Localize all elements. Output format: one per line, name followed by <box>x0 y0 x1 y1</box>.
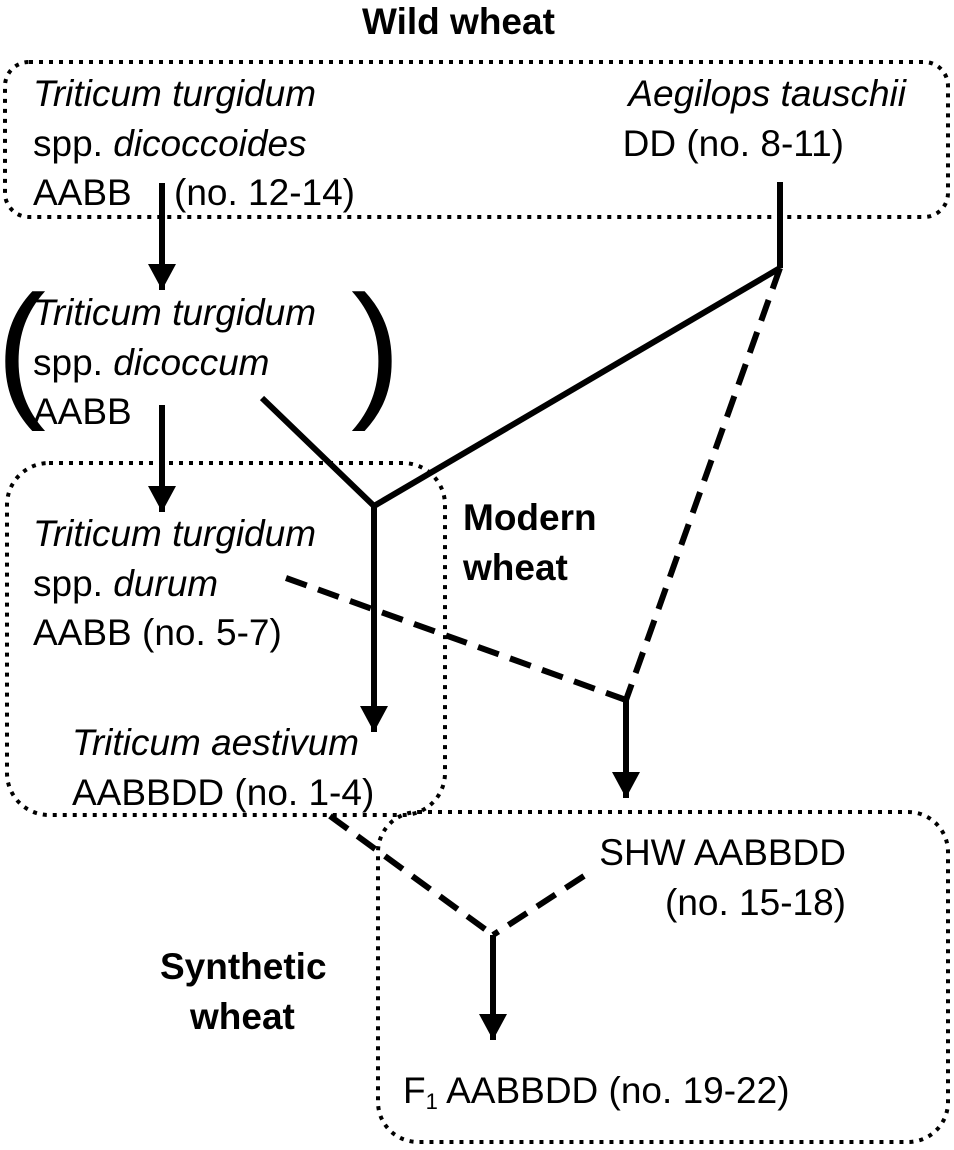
wild-wheat-box <box>3 60 950 219</box>
subspecies-name: dicoccoides <box>113 123 307 164</box>
synthetic-wheat-box <box>376 810 950 1144</box>
dicoccum-species: Triticum turgidum <box>33 292 317 333</box>
tauschii-species: Aegilops tauschii <box>628 73 906 114</box>
dashed-aestivum-to-f1-junction <box>328 813 495 938</box>
spp-prefix: spp. <box>33 342 114 383</box>
dicoccoides-genome: AABB <box>33 172 132 213</box>
f1-prefix: F <box>403 1070 426 1111</box>
dicoccum-genome: AABB <box>33 391 132 432</box>
f1-label: F1 AABBDD (no. 19-22) <box>403 1069 790 1123</box>
dicoccum-close-paren: ) <box>351 264 401 432</box>
dicoccoides-subspecies: spp. dicoccoides <box>33 122 307 165</box>
shw-label: SHW AABBDD <box>599 832 846 873</box>
durum-subspecies: spp. durum <box>33 562 218 605</box>
durum-species: Triticum turgidum <box>33 513 317 554</box>
modern-wheat-box <box>5 461 447 817</box>
synthetic-wheat-title-line1: Synthetic <box>160 946 327 987</box>
spp-prefix: spp. <box>33 123 114 164</box>
dicoccum-subspecies: spp. dicoccum <box>33 341 270 384</box>
dicoccoides-numbers: (no. 12-14) <box>174 172 355 213</box>
durum-genome: AABB (no. 5-7) <box>33 612 282 653</box>
spp-prefix: spp. <box>33 563 114 604</box>
dashed-durum-to-shw-junction <box>284 575 628 703</box>
f1-subscript: 1 <box>425 1089 438 1114</box>
subspecies-name: durum <box>113 563 219 604</box>
aestivum-species: Triticum aestivum <box>72 722 360 763</box>
f1-genome: AABBDD (no. 19-22) <box>437 1070 790 1111</box>
aestivum-genome: AABBDD (no. 1-4) <box>72 772 375 813</box>
line-tauschii-to-junction <box>372 265 782 509</box>
shw-numbers: (no. 15-18) <box>665 882 846 923</box>
synthetic-wheat-title-line2: wheat <box>190 996 295 1037</box>
modern-wheat-title-line2: wheat <box>463 547 568 588</box>
dicoccum-open-paren: ( <box>0 264 46 432</box>
tauschii-genome: DD (no. 8-11) <box>622 123 844 164</box>
dashed-shw-to-f1-junction <box>491 873 586 938</box>
line-dicoccum-to-junction <box>259 395 377 509</box>
dashed-tauschii-to-shw-junction <box>623 266 783 702</box>
subspecies-name: dicoccum <box>113 342 270 383</box>
wild-wheat-title: Wild wheat <box>362 1 555 42</box>
modern-wheat-title-line1: Modern <box>463 497 597 538</box>
dicoccoides-species: Triticum turgidum <box>33 73 317 114</box>
